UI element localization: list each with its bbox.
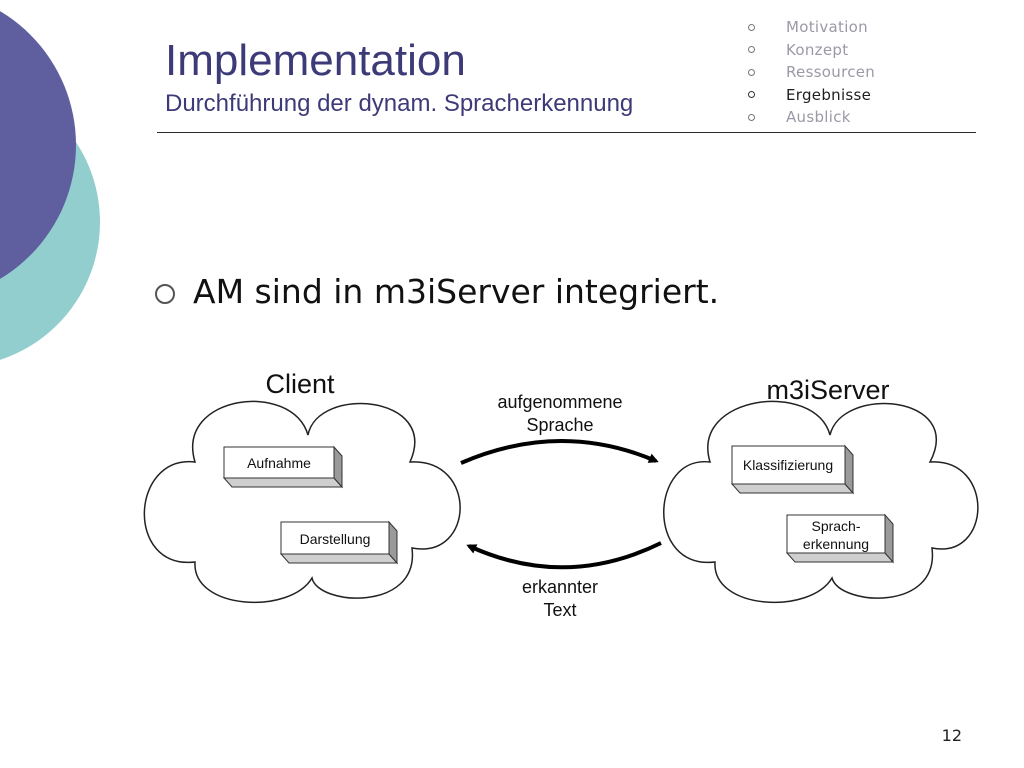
arrow-to-server-label-line2: Sprache xyxy=(526,415,593,435)
nav-item-motivation[interactable]: Motivation xyxy=(748,16,875,39)
server-title: m3iServer xyxy=(766,375,889,405)
slide-title: Implementation xyxy=(165,36,466,85)
arrow-to-server xyxy=(460,439,659,465)
page-number: 12 xyxy=(941,726,962,745)
nav-item-ressourcen[interactable]: Ressourcen xyxy=(748,61,875,84)
bullet-icon xyxy=(155,284,175,304)
nav-item-label: Konzept xyxy=(786,40,849,59)
slide-subtitle: Durchführung der dynam. Spracherkennung xyxy=(165,90,634,117)
client-title: Client xyxy=(265,369,335,399)
section-nav: Motivation Konzept Ressourcen Ergebnisse… xyxy=(748,16,875,129)
bullet-text: AM sind in m3iServer integriert. xyxy=(193,272,720,311)
nav-item-konzept[interactable]: Konzept xyxy=(748,39,875,62)
title-divider xyxy=(157,132,976,133)
purple-circle xyxy=(0,11,76,279)
arrow-to-client-label-line2: Text xyxy=(543,600,576,620)
server-cloud xyxy=(663,400,979,604)
nav-item-label: Ausblick xyxy=(786,108,851,127)
nav-bullet-icon xyxy=(748,46,755,54)
nav-item-label: Ressourcen xyxy=(786,63,876,82)
nav-item-label: Ergebnisse xyxy=(786,85,872,104)
nav-bullet-icon xyxy=(748,91,755,99)
darstellung-box: Darstellung xyxy=(279,520,399,565)
arrow-to-client-label-line1: erkannter xyxy=(522,577,598,597)
nav-item-ausblick[interactable]: Ausblick xyxy=(748,106,875,129)
klassifizierung-box: Klassifizierung xyxy=(730,444,855,495)
nav-bullet-icon xyxy=(748,68,755,76)
nav-item-label: Motivation xyxy=(786,18,868,37)
client-cloud xyxy=(143,400,461,604)
nav-item-ergebnisse[interactable]: Ergebnisse xyxy=(748,84,875,107)
spracherkennung-box: Sprach- erkennung xyxy=(785,513,895,564)
nav-bullet-icon xyxy=(748,23,755,31)
klassifizierung-label: Klassifizierung xyxy=(743,457,833,473)
spracherkennung-label-line1: Sprach- xyxy=(811,518,860,534)
darstellung-label: Darstellung xyxy=(300,531,371,547)
nav-bullet-icon xyxy=(748,113,755,121)
arrow-to-client xyxy=(466,541,662,570)
spracherkennung-label-line2: erkennung xyxy=(803,536,869,552)
aufnahme-label: Aufnahme xyxy=(247,455,311,471)
arrow-to-server-label-line1: aufgenommene xyxy=(497,392,622,412)
aufnahme-box: Aufnahme xyxy=(222,445,344,489)
decorative-circles xyxy=(0,11,100,360)
